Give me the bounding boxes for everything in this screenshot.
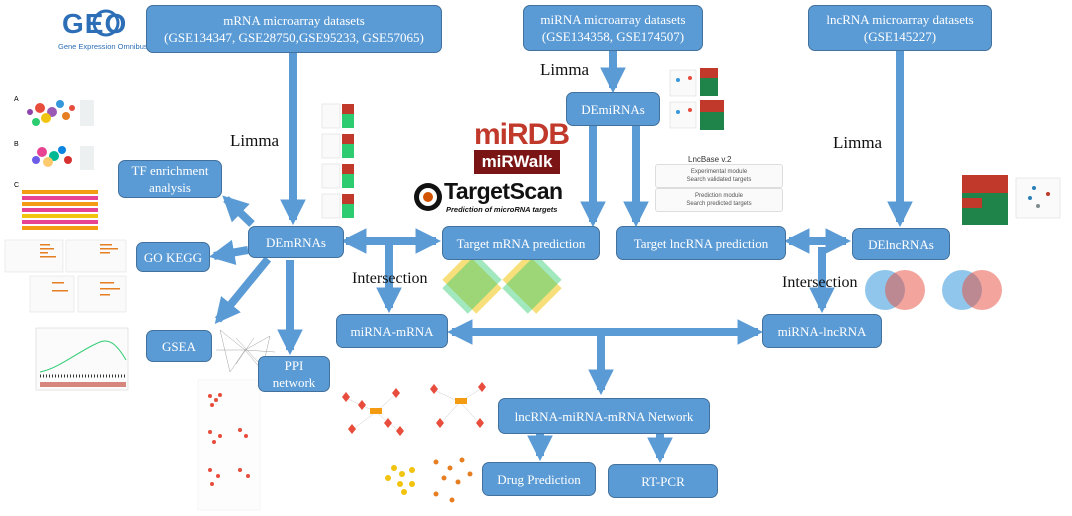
lncrna-heatmap-volcano-thumbnail [962,175,1061,225]
targetscan-logo: TargetScan [444,178,563,204]
gsea-plot-thumbnail [35,327,129,391]
demrnas-box: DEmRNAs [248,226,344,258]
lncbase-experimental-label: Experimental module [690,169,748,175]
go-kegg-plots-thumbnail [4,239,127,313]
limma-label-mrna: Limma [230,131,280,150]
mirdb-logo: miRDB [474,118,570,151]
geo-logo: GEO [62,8,128,39]
arrow-demrnas-to-gokegg [208,239,249,266]
mirwalk-logo: miRWalk [474,150,560,174]
go-kegg-box: GO KEGG [136,242,210,272]
gsea-box: GSEA [146,330,212,362]
venn-target-lncrna-thumbnails [865,270,1002,310]
intersection-label-left: Intersection [352,270,428,287]
targetscan-logo-icon [414,183,442,211]
limma-label-mirna: Limma [540,60,590,79]
svg-text:B: B [14,141,19,148]
lncbase-experimental-sublabel: Search validated targets [686,177,752,183]
ppi-cluster-panels-thumbnail [197,379,261,511]
mirna-volcano-heatmap-thumbnails [669,68,724,130]
geo-logo-subtitle: Gene Expression Omnibus [58,42,148,51]
lncbase-prediction-label: Prediction module [694,193,744,199]
mirna-datasets-box: miRNA microarray datasets (GSE134358, GS… [523,5,703,51]
mirna-mrna-box: miRNA-mRNA [336,314,448,348]
mirna-lncrna-box: miRNA-lncRNA [762,314,882,348]
drug-network-thumbnail [385,457,473,503]
ppi-hairball-thumbnail [216,329,276,373]
intersection-label-right: Intersection [782,274,858,291]
svg-text:C: C [14,182,19,189]
arrow-demrnas-to-tf [222,195,255,227]
lncbase-prediction-sublabel: Search predicted targets [686,201,752,207]
cerna-network-thumbnails [342,382,486,436]
arrow-demrnas-to-gsea [214,256,272,324]
rt-pcr-box: RT-PCR [608,464,718,498]
lncbase-experimental-card: Experimental module Search validated tar… [655,164,783,188]
target-lncrna-prediction-box: Target lncRNA prediction [616,226,786,260]
mrna-datasets-box: mRNA microarray datasets (GSE134347, GSE… [146,5,442,53]
demirnas-box: DEmiRNAs [566,92,660,126]
venn-target-mrna-thumbnails [442,254,562,314]
ppi-network-box: PPI network [258,356,330,392]
targetscan-logo-subtitle: Prediction of microRNA targets [446,205,558,214]
lncbase-title: LncBase v.2 [688,155,732,164]
tf-enrichment-box: TF enrichment analysis [118,160,222,198]
lncrna-mirna-mrna-network-box: lncRNA-miRNA-mRNA Network [498,398,710,434]
limma-label-lncrna: Limma [833,133,883,152]
geo-globe-icon [92,9,120,37]
network-figure-thumbnails: A B C [14,96,98,230]
lncbase-prediction-card: Prediction module Search predicted targe… [655,188,783,212]
mrna-volcano-heatmap-thumbnails [321,103,354,219]
lncrna-datasets-box: lncRNA microarray datasets (GSE145227) [808,5,992,51]
delncrnas-box: DElncRNAs [852,228,950,260]
target-mrna-prediction-box: Target mRNA prediction [442,226,600,260]
svg-text:A: A [14,96,19,103]
drug-prediction-box: Drug Prediction [482,462,596,496]
